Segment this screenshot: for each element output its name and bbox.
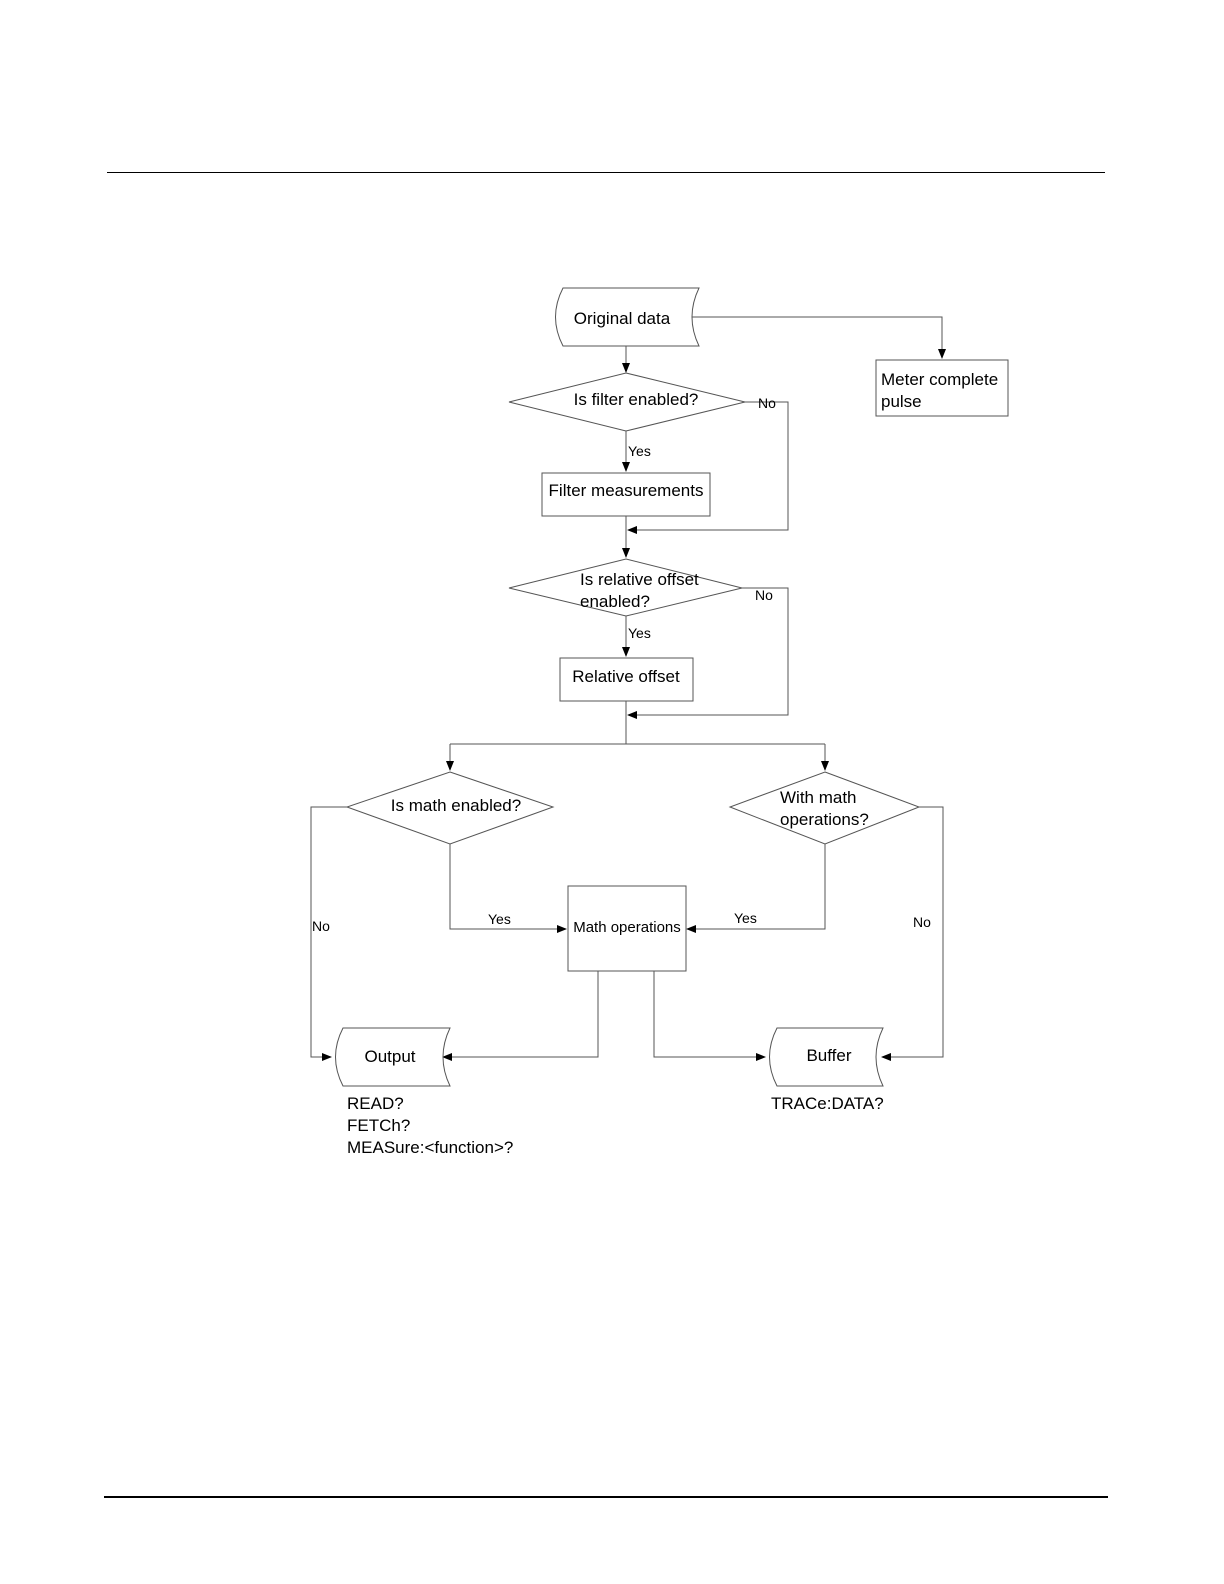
node-buffer-label: Buffer xyxy=(806,1046,851,1065)
node-math-operations: Math operations xyxy=(568,886,686,971)
decision-math-label: Is math enabled? xyxy=(391,796,521,815)
edge-mathops-to-buffer xyxy=(654,971,765,1057)
node-buffer: Buffer xyxy=(770,1028,884,1086)
label-filter-no: No xyxy=(758,395,776,411)
label-filter-yes: Yes xyxy=(628,443,651,459)
decision-withmath-label-1: With math xyxy=(780,788,857,807)
node-filter-measurements-label: Filter measurements xyxy=(549,481,704,500)
node-filter-measurements: Filter measurements xyxy=(542,473,710,516)
decision-rel-label-1: Is relative offset xyxy=(580,570,699,589)
bottom-rule xyxy=(104,1496,1108,1498)
cmd-read: READ? xyxy=(347,1094,404,1113)
decision-filter-label: Is filter enabled? xyxy=(574,390,699,409)
node-relative-offset: Relative offset xyxy=(560,658,693,701)
decision-relative-offset: Is relative offset enabled? xyxy=(509,559,742,616)
node-original-data-label: Original data xyxy=(574,309,671,328)
label-withmath-no: No xyxy=(913,914,931,930)
decision-with-math: With math operations? xyxy=(730,772,919,844)
node-original-data: Original data xyxy=(556,288,700,346)
buffer-commands: TRACe:DATA? xyxy=(771,1094,884,1113)
label-math-yes: Yes xyxy=(488,911,511,927)
cmd-trace-data: TRACe:DATA? xyxy=(771,1094,884,1113)
decision-withmath-label-2: operations? xyxy=(780,810,869,829)
node-meter-label-1: Meter complete xyxy=(881,370,998,389)
edge-mathops-to-output xyxy=(443,971,598,1057)
output-commands: READ? FETCh? MEASure:<function>? xyxy=(347,1094,513,1157)
node-math-operations-label: Math operations xyxy=(573,919,681,936)
label-rel-yes: Yes xyxy=(628,625,651,641)
edge-withmath-no xyxy=(882,807,943,1057)
node-output: Output xyxy=(336,1028,451,1086)
node-output-label: Output xyxy=(364,1047,415,1066)
label-withmath-yes: Yes xyxy=(734,910,757,926)
label-rel-no: No xyxy=(755,587,773,603)
node-relative-offset-label: Relative offset xyxy=(572,667,680,686)
decision-rel-label-2: enabled? xyxy=(580,592,650,611)
node-meter-complete-pulse: Meter complete pulse xyxy=(876,360,1008,416)
decision-math-enabled: Is math enabled? xyxy=(347,772,553,844)
edge-original-to-meter xyxy=(692,317,942,358)
cmd-fetch: FETCh? xyxy=(347,1116,410,1135)
node-meter-label-2: pulse xyxy=(881,392,922,411)
label-math-no: No xyxy=(312,918,330,934)
decision-filter-enabled: Is filter enabled? xyxy=(509,373,745,431)
cmd-measure: MEASure:<function>? xyxy=(347,1138,513,1157)
